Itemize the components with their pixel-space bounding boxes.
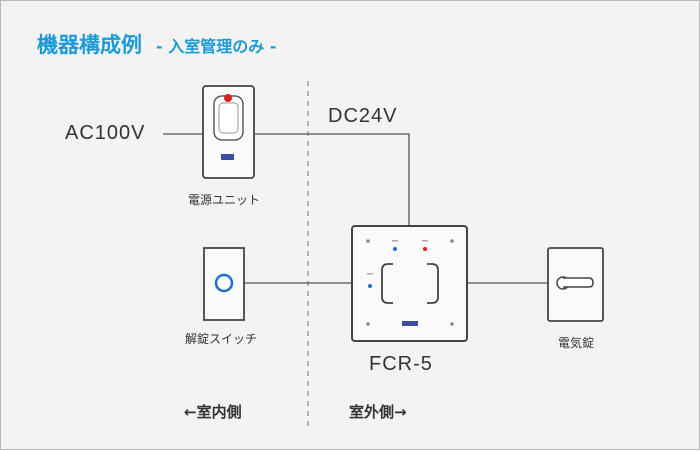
- reader-handle-right-icon: [427, 263, 439, 304]
- electric-lock-device: [547, 247, 604, 322]
- power-indicator-icon: [224, 94, 232, 102]
- reader-handle-left-icon: [381, 263, 393, 304]
- title-main: 機器構成例: [37, 33, 142, 57]
- diagram-title: 機器構成例 - 入室管理のみ -: [37, 29, 276, 59]
- reader-led-blue-icon: [393, 247, 397, 251]
- reader-model-label: FCR-5: [369, 353, 433, 375]
- ac-voltage-label: AC100V: [65, 122, 146, 144]
- reader-logo-icon: [402, 321, 418, 326]
- screw-icon: [366, 239, 370, 243]
- screw-icon: [450, 322, 454, 326]
- indoor-side-label: ←室内側: [184, 403, 242, 421]
- switch-button-icon: [214, 273, 234, 293]
- dc-voltage-label: DC24V: [328, 105, 398, 127]
- power-unit-label: 電源ユニット: [188, 193, 261, 207]
- power-unit-device: [202, 85, 255, 179]
- title-sub: - 入室管理のみ -: [156, 37, 277, 56]
- release-switch-label: 解錠スイッチ: [185, 332, 258, 346]
- screw-icon: [366, 322, 370, 326]
- release-switch-device: [203, 247, 245, 321]
- reader-led-red-icon: [423, 247, 427, 251]
- outdoor-side-label: 室外側→: [349, 403, 407, 421]
- reader-led-side-icon: [368, 284, 372, 288]
- electric-lock-label: 電気錠: [558, 336, 595, 350]
- fcr5-reader-device: [351, 225, 468, 342]
- power-logo-icon: [221, 154, 234, 160]
- dc-wire: [254, 133, 410, 225]
- screw-icon: [450, 239, 454, 243]
- door-handle-icon: [563, 277, 594, 288]
